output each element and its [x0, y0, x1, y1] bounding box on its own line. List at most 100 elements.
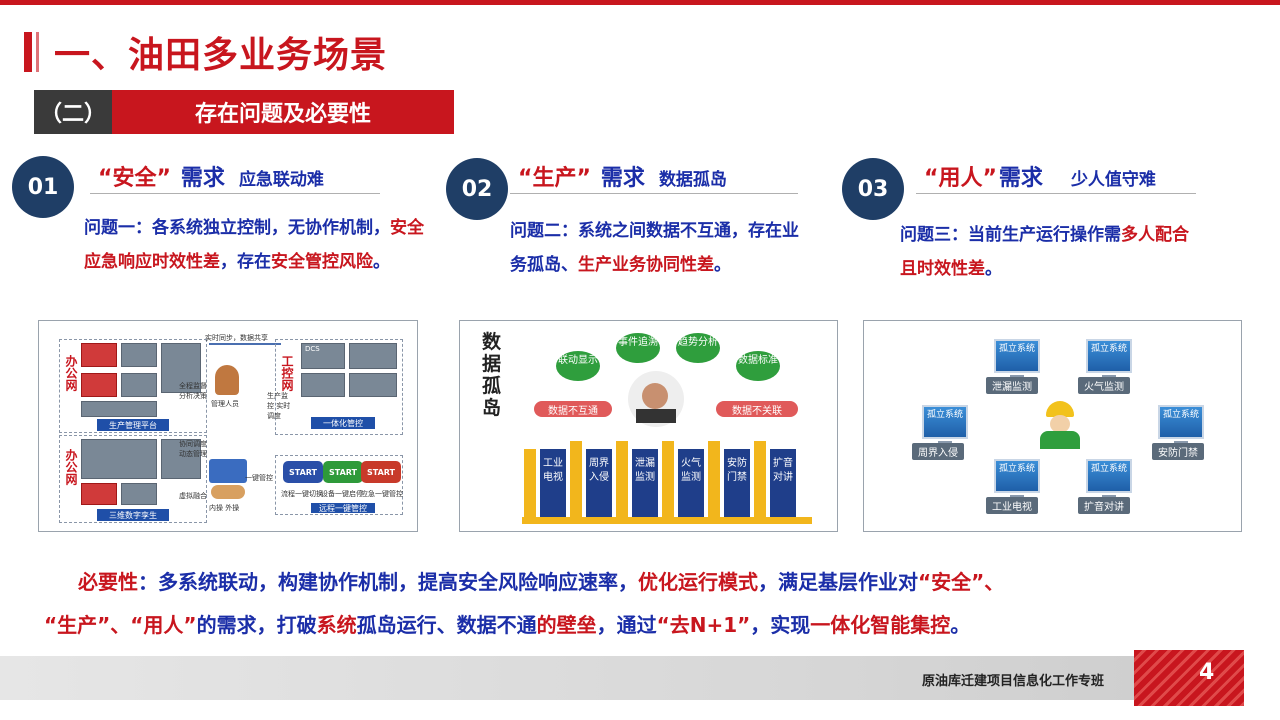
- footer-page-block: [1134, 650, 1244, 706]
- pillar-leak: 泄漏监测: [632, 449, 658, 517]
- bubble-standard: 数据标准: [736, 351, 780, 381]
- need-heading-production: “生产”需求数据孤岛: [518, 166, 727, 191]
- sync-label: 实时同步，数据共享: [205, 334, 268, 342]
- section-header: （二） 存在问题及必要性: [34, 90, 454, 134]
- integrated-label: 一体化管控: [311, 417, 375, 429]
- bubble-linkage: 联动显示: [556, 351, 600, 381]
- start-button-2: START: [323, 461, 363, 483]
- gold-pillar: [616, 441, 628, 519]
- person-head-icon: [642, 383, 668, 409]
- worker-face-icon: [1050, 415, 1070, 433]
- section-title: 存在问题及必要性: [112, 90, 454, 134]
- remote-zone: [275, 455, 403, 515]
- need-heading-safety: “安全”需求应急联动难: [98, 160, 324, 192]
- bubble-trend: 趋势分析: [676, 333, 720, 363]
- screen-tile: [81, 343, 117, 367]
- arrow-label-left: 数据不互通: [534, 401, 612, 417]
- top-accent-bar: [0, 0, 1280, 5]
- camera-tile: [349, 343, 397, 369]
- label-access: 安防门禁: [1152, 443, 1204, 460]
- manager-icon: [215, 365, 239, 395]
- remote-label: 远程一键管控: [311, 503, 375, 513]
- system-tile: 孤立系统: [994, 459, 1040, 493]
- 3d-model-tile: [161, 439, 201, 479]
- worker-body-icon: [1040, 431, 1080, 449]
- hard-hat-icon: [1046, 401, 1074, 417]
- number-badge-02: 02: [446, 158, 508, 220]
- title-accent-bar: [24, 32, 32, 72]
- page-title: 一、油田多业务场景: [54, 35, 388, 76]
- label-fire-gas: 火气监测: [1078, 377, 1130, 394]
- need-heading-staffing: “用人”需求少人值守难: [924, 166, 1156, 191]
- camera-tile: [301, 373, 345, 397]
- data-island-title: 数据孤岛: [482, 331, 502, 419]
- necessity-line-1: 必要性：多系统联动，构建协作机制，提高安全风险响应速率，优化运行模式，满足基层作…: [78, 570, 1005, 594]
- gold-base: [522, 517, 812, 524]
- office-zone-1: [59, 339, 207, 433]
- problem-text-3: 问题三：当前生产运行操作需多人配合且时效性差。: [900, 225, 1189, 279]
- office-label-2: 办公网: [64, 449, 78, 485]
- mgmt-label-1: 全程监督 分析决策: [179, 382, 207, 400]
- heading-underline: [510, 193, 798, 194]
- gold-pillar: [662, 441, 674, 519]
- 3d-model-tile: [81, 439, 157, 479]
- screen-tile: [161, 343, 201, 393]
- number-badge-01: 01: [12, 156, 74, 218]
- platform-label-1: 生产管理平台: [97, 419, 169, 431]
- problem-text-1: 问题一：各系统独立控制，无协作机制，安全应急响应时效性差，存在安全管控风险。: [84, 218, 424, 272]
- problem-text-2: 问题二：系统之间数据不互通，存在业务孤岛、生产业务协同性差。: [510, 221, 799, 275]
- platform-label-2: 三维数字孪生: [97, 509, 169, 521]
- need-word: 需求: [180, 166, 225, 191]
- btn-label-2: 设备一键启停: [321, 490, 363, 498]
- pillar-intercom: 扩音对讲: [770, 449, 796, 517]
- title-accent-bar-thin: [36, 32, 39, 72]
- label-intercom: 扩音对讲: [1078, 497, 1130, 514]
- office-label-1: 办公网: [64, 355, 78, 391]
- pillar-industrial-tv: 工业电视: [540, 449, 566, 517]
- control-center-icon: [209, 459, 247, 483]
- screen-tile: [121, 373, 157, 397]
- system-tile: 孤立系统: [1086, 339, 1132, 373]
- page-number: 4: [1199, 660, 1215, 685]
- dcs-tile: [301, 343, 345, 369]
- need-quote: “安全”: [98, 166, 171, 191]
- label-perimeter: 周界入侵: [912, 443, 964, 460]
- gold-pillar: [570, 441, 582, 519]
- operators-icon: [211, 485, 245, 499]
- section-number: （二）: [34, 90, 112, 134]
- screen-tile: [121, 343, 157, 367]
- sync-arrow: [209, 343, 281, 345]
- data-island-diagram: 数据孤岛 联动显示 事件追溯 趋势分析 数据标准 数据不互通 数据不关联 工业电…: [459, 320, 838, 532]
- necessity-line-2: “生产”、“用人”的需求，打破系统孤岛运行、数据不通的壁垒，通过“去N+1”，实…: [44, 613, 971, 637]
- onebtn-label: 一键管控: [245, 474, 273, 482]
- system-tile: 孤立系统: [1158, 405, 1204, 439]
- screen-tile: [81, 373, 117, 397]
- system-tile: 孤立系统: [922, 405, 968, 439]
- gold-pillar: [708, 441, 720, 519]
- label-leak: 泄漏监测: [986, 377, 1038, 394]
- screen-tile: [81, 401, 157, 417]
- isolated-systems-diagram: 孤立系统 泄漏监测 孤立系统 火气监测 孤立系统 周界入侵 孤立系统 安防门禁 …: [863, 320, 1242, 532]
- mgmt-label-2: 协同调度 动态管理: [179, 440, 207, 458]
- center-label: 生产监控 实时调度: [267, 392, 291, 420]
- gold-pillar: [524, 449, 536, 519]
- manager-label: 管理人员: [211, 400, 239, 408]
- laptop-icon: [636, 409, 676, 423]
- system-tile: 孤立系统: [1086, 459, 1132, 493]
- number-badge-03: 03: [842, 158, 904, 220]
- system-tile: 孤立系统: [994, 339, 1040, 373]
- btn-label-3: 应急一键管控: [361, 490, 403, 498]
- label-industrial-tv: 工业电视: [986, 497, 1038, 514]
- footer-text: 原油库迁建项目信息化工作专班: [922, 674, 1105, 689]
- start-button-1: START: [283, 461, 323, 483]
- pillar-access: 安防门禁: [724, 449, 750, 517]
- operators-label: 内操 外操: [209, 504, 240, 512]
- control-zone: [275, 339, 403, 435]
- pillar-perimeter: 周界入侵: [586, 449, 612, 517]
- bubble-trace: 事件追溯: [616, 333, 660, 363]
- necessity-paragraph: 必要性：多系统联动，构建协作机制，提高安全风险响应速率，优化运行模式，满足基层作…: [44, 561, 1244, 647]
- pillar-fire-gas: 火气监测: [678, 449, 704, 517]
- arrow-label-right: 数据不关联: [716, 401, 798, 417]
- office-zone-2: [59, 435, 207, 523]
- heading-underline: [90, 193, 380, 194]
